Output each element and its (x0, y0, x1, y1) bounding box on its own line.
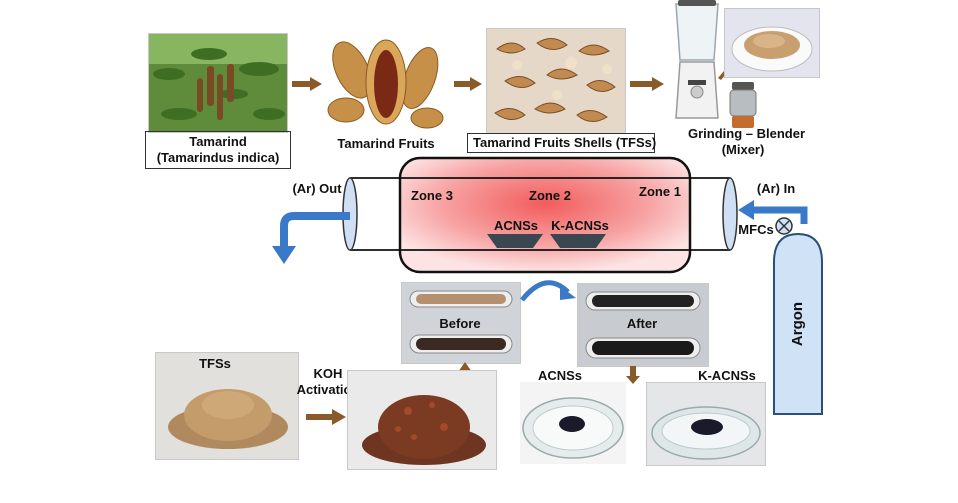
fruits-label: Tamarind Fruits (337, 136, 435, 151)
blender-icon (675, 0, 719, 119)
tamarind-label: Tamarind (Tamarindus indica) (148, 134, 288, 166)
kacnss-dish-photo (646, 382, 766, 466)
arrow-right-icon (292, 77, 322, 91)
mfcs-label: MFCs (738, 222, 774, 237)
arrow-right-icon (306, 409, 346, 425)
tamarind-sublabel: (Tamarindus indica) (156, 150, 280, 165)
gas-cylinder-icon (773, 232, 823, 415)
ar-out-label: (Ar) Out (292, 181, 342, 196)
tfss-powder-photo (155, 352, 299, 460)
acnss-boat-label: ACNSs (493, 218, 539, 233)
arrow-down-icon (626, 366, 640, 384)
argon-label: Argon (789, 301, 806, 347)
koh-label: KOH Activation (296, 366, 360, 398)
transfer-arrow-icon (520, 280, 576, 302)
flow-in-arrow (738, 200, 808, 224)
after-photo (577, 283, 709, 367)
tube-furnace (342, 156, 738, 274)
acnss-dish-photo (520, 382, 626, 464)
zone2-label: Zone 2 (529, 188, 571, 203)
grinding-sublabel: (Mixer) (721, 142, 765, 157)
kacnss-label: K-ACNSs (698, 368, 756, 383)
tamarind-label-frame (145, 131, 291, 169)
valve-icon (775, 217, 793, 235)
acnss-label: ACNSs (537, 368, 583, 383)
flow-out-arrow (272, 212, 350, 264)
arrow-right-icon (630, 77, 664, 91)
after-label: After (626, 316, 658, 331)
shells-label: Tamarind Fruits Shells (TFSs) (467, 133, 656, 153)
activation-label-text: Activation (296, 382, 360, 397)
tamarind-shells-photo (486, 28, 626, 134)
grinding-label: Grinding – Blender (Mixer) (688, 126, 805, 158)
acnss-boat-icon (487, 234, 543, 248)
ar-in-label: (Ar) In (756, 181, 796, 196)
grinding-label-text: Grinding – Blender (688, 126, 806, 141)
zone1-label: Zone 1 (639, 184, 681, 199)
before-photo (401, 282, 521, 364)
mixer-jar-icon (729, 82, 757, 128)
tfss-label: TFSs (199, 356, 231, 371)
tamarind-fruits-photo (322, 30, 450, 134)
powder-photo (724, 8, 820, 78)
tamarind-tree-photo (148, 33, 288, 133)
koh-activated-photo (347, 370, 497, 470)
kacnss-boat-icon (550, 234, 606, 248)
before-label: Before (439, 316, 481, 331)
arrow-right-icon (454, 77, 482, 91)
zone3-label: Zone 3 (411, 188, 453, 203)
kacnss-boat-label: K-ACNSs (551, 218, 609, 233)
koh-label-text: KOH (313, 366, 343, 381)
tamarind-label-text: Tamarind (189, 134, 247, 149)
